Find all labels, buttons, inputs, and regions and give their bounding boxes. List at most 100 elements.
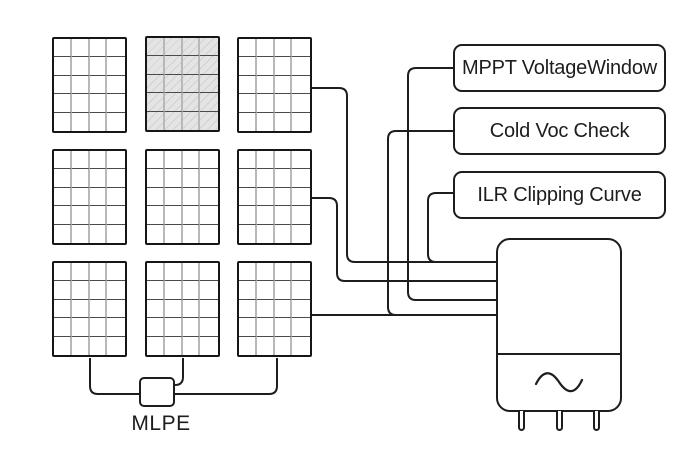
pv-cell bbox=[89, 187, 108, 207]
inverter-body bbox=[496, 238, 622, 412]
wire-module8-to-mlpe bbox=[174, 358, 184, 386]
pv-cell bbox=[147, 151, 165, 170]
pv-cell bbox=[164, 38, 183, 57]
pv-cell bbox=[239, 281, 257, 300]
pv-cell bbox=[239, 151, 257, 170]
pv-cell bbox=[107, 39, 125, 58]
callout-label: MPPT VoltageWindow bbox=[461, 56, 657, 79]
pv-cell bbox=[54, 336, 72, 355]
pv-cell bbox=[90, 336, 108, 355]
pv-cell bbox=[54, 187, 72, 207]
pv-cell bbox=[107, 300, 125, 319]
pv-cell bbox=[164, 56, 183, 75]
pv-cell bbox=[147, 224, 165, 243]
pv-cell bbox=[182, 74, 201, 94]
pv-cell bbox=[239, 94, 257, 113]
pv-cell bbox=[89, 206, 108, 225]
pv-cell bbox=[182, 263, 201, 282]
pv-cell bbox=[147, 318, 165, 337]
pv-cell bbox=[72, 336, 90, 355]
pv-cell bbox=[200, 112, 218, 130]
pv-cell bbox=[292, 169, 310, 188]
pv-cell bbox=[182, 56, 201, 75]
pv-cell bbox=[292, 225, 310, 243]
pv-cell bbox=[164, 263, 183, 282]
pv-cell bbox=[165, 336, 183, 355]
pv-cell bbox=[147, 336, 165, 355]
pv-cell bbox=[256, 281, 275, 300]
pv-cell bbox=[274, 299, 293, 319]
pv-module bbox=[237, 37, 312, 133]
pv-cell bbox=[147, 169, 165, 188]
callout-ilr-clipping-curve: ILR Clipping Curve bbox=[453, 171, 666, 219]
inverter-dc-section bbox=[498, 240, 620, 353]
pv-module bbox=[145, 261, 220, 357]
pv-cell bbox=[71, 151, 90, 170]
pv-cell bbox=[147, 187, 165, 207]
pv-cell bbox=[107, 57, 125, 76]
pv-cell bbox=[182, 169, 201, 188]
pv-cell bbox=[89, 318, 108, 337]
pv-cell bbox=[164, 281, 183, 300]
pv-cell bbox=[107, 225, 125, 243]
pv-cell bbox=[200, 225, 218, 243]
pv-cell bbox=[54, 57, 72, 76]
pv-cell bbox=[239, 112, 257, 131]
pv-cell bbox=[71, 57, 90, 76]
pv-cell bbox=[107, 318, 125, 337]
pv-cell bbox=[183, 336, 201, 355]
pv-cell bbox=[147, 111, 165, 130]
pv-cell bbox=[274, 263, 293, 282]
wire-cold-voc-check-to-inverter bbox=[387, 130, 498, 316]
pv-cell bbox=[89, 57, 108, 76]
inverter-prong bbox=[517, 411, 525, 431]
wire-string-top-to-inverter bbox=[312, 87, 498, 263]
pv-cell bbox=[107, 76, 125, 95]
pv-cell bbox=[292, 57, 310, 76]
pv-cell bbox=[256, 151, 275, 170]
pv-cell bbox=[200, 318, 218, 337]
pv-cell bbox=[89, 169, 108, 188]
callout-label: ILR Clipping Curve bbox=[477, 183, 642, 206]
pv-cell bbox=[200, 75, 218, 94]
pv-cell bbox=[164, 299, 183, 319]
pv-cell bbox=[107, 94, 125, 113]
pv-cell bbox=[256, 318, 275, 337]
pv-cell bbox=[182, 38, 201, 57]
inverter bbox=[496, 238, 622, 431]
pv-cell bbox=[256, 187, 275, 207]
pv-cell bbox=[107, 169, 125, 188]
pv-cell bbox=[147, 299, 165, 319]
pv-cell bbox=[164, 187, 183, 207]
pv-cell bbox=[239, 75, 257, 95]
pv-cell bbox=[72, 112, 90, 131]
pv-cell bbox=[274, 39, 293, 58]
inverter-divider bbox=[498, 353, 620, 355]
pv-cell bbox=[71, 187, 90, 207]
pv-cell bbox=[182, 187, 201, 207]
pv-cell bbox=[182, 93, 201, 112]
pv-cell bbox=[71, 318, 90, 337]
pv-cell bbox=[200, 188, 218, 207]
pv-cell bbox=[275, 224, 293, 243]
pv-cell bbox=[239, 336, 257, 355]
sine-wave-icon bbox=[534, 371, 584, 392]
pv-cell bbox=[71, 206, 90, 225]
pv-cell bbox=[54, 39, 72, 58]
pv-cell bbox=[72, 224, 90, 243]
pv-cell bbox=[239, 57, 257, 76]
pv-cell bbox=[274, 75, 293, 95]
pv-cell bbox=[107, 188, 125, 207]
pv-cell bbox=[239, 187, 257, 207]
pv-cell bbox=[54, 151, 72, 170]
mlpe-label: MLPE bbox=[131, 412, 191, 435]
pv-cell bbox=[89, 281, 108, 300]
pv-cell bbox=[200, 206, 218, 225]
pv-cell bbox=[107, 206, 125, 225]
pv-cell bbox=[239, 169, 257, 188]
pv-cell bbox=[200, 169, 218, 188]
pv-cell bbox=[89, 94, 108, 113]
pv-cell bbox=[257, 112, 275, 131]
pv-cell bbox=[54, 75, 72, 95]
